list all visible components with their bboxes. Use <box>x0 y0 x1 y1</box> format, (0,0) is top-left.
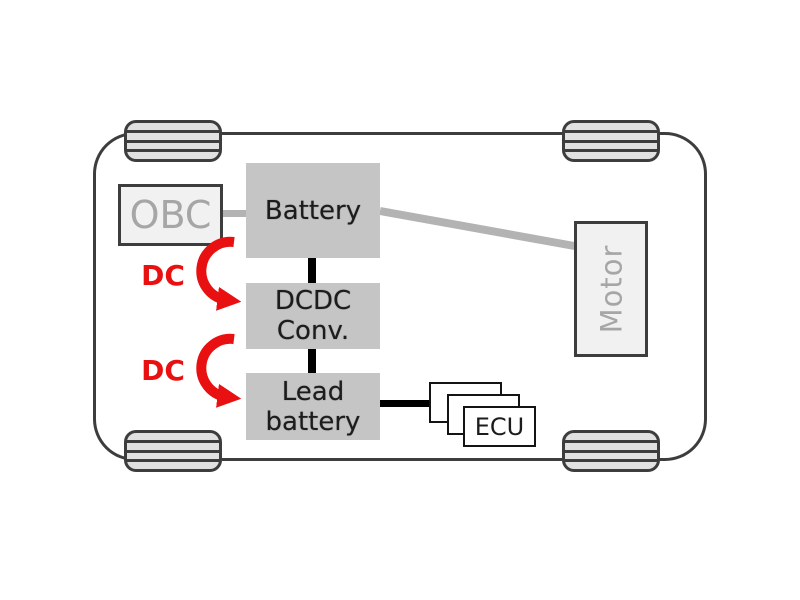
ecu-node: ECU <box>463 406 536 447</box>
dc-label-bottom: DC <box>141 354 185 387</box>
dcdc-converter-node: DCDC Conv. <box>246 283 380 349</box>
obc-label: OBC <box>129 193 212 237</box>
wheel-tread <box>127 439 219 443</box>
wheel-tread <box>565 449 657 453</box>
obc-battery-cable <box>223 210 246 217</box>
battery-label: Battery <box>264 195 362 226</box>
battery-dcdc-cable <box>308 256 316 284</box>
lead-battery-label-line1: Lead <box>281 376 345 407</box>
wheel-tread <box>127 149 219 153</box>
car-outline <box>93 132 707 461</box>
battery-node: Battery <box>246 163 380 258</box>
wheel-tread <box>565 149 657 153</box>
wheel-tread <box>127 129 219 133</box>
wheel-tread <box>127 139 219 143</box>
wheel-front-left-icon <box>124 120 222 162</box>
wheel-tread <box>565 439 657 443</box>
wheel-front-right-icon <box>562 120 660 162</box>
leadbattery-ecu-cable <box>380 400 432 407</box>
wheel-tread <box>127 459 219 463</box>
dcdc-label-line1: DCDC <box>274 286 352 316</box>
ecu-label: ECU <box>474 412 525 441</box>
wheel-tread <box>565 129 657 133</box>
lead-battery-label-line2: battery <box>265 406 361 437</box>
wheel-tread <box>127 449 219 453</box>
motor-node: Motor <box>574 221 648 357</box>
wheel-rear-right-icon <box>562 430 660 472</box>
wheel-tread <box>565 139 657 143</box>
wheel-tread <box>565 459 657 463</box>
dc-label-top: DC <box>141 259 185 292</box>
lead-battery-node: Lead battery <box>246 373 380 440</box>
obc-node: OBC <box>118 184 223 246</box>
motor-label: Motor <box>594 244 628 334</box>
wheel-rear-left-icon <box>124 430 222 472</box>
dcdc-label-line2: Conv. <box>276 316 350 346</box>
dcdc-leadbattery-cable <box>308 347 316 374</box>
